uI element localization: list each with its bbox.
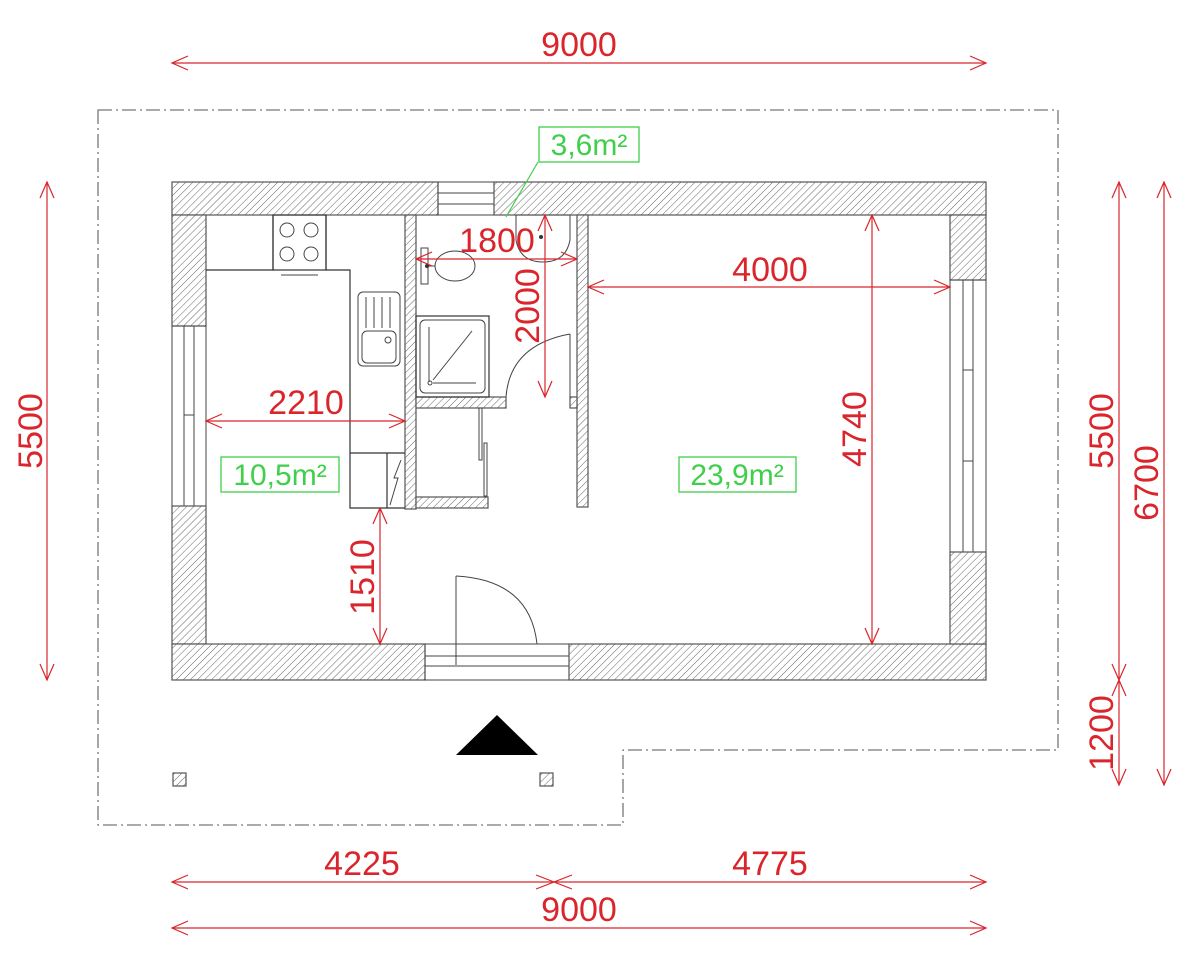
kitchen-sink xyxy=(357,291,401,367)
area-bathroom: 3,6m² xyxy=(551,129,628,162)
area-kitchen: 10,5m² xyxy=(233,459,326,492)
cooktop xyxy=(272,214,327,271)
dim-bottom-left: 4225 xyxy=(324,845,400,883)
property-boundary xyxy=(97,109,1059,826)
dim-top-total: 9000 xyxy=(541,26,617,64)
dim-left-height: 5500 xyxy=(12,393,50,469)
dimensions: 9000 4225 4775 9000 5500 5500 1200 6700 … xyxy=(12,26,1172,936)
kitchen-counter xyxy=(206,214,405,509)
dim-bath-width: 1800 xyxy=(459,222,535,260)
area-living: 23,9m² xyxy=(690,459,783,492)
dim-right-inner: 5500 xyxy=(1083,393,1121,469)
entrance-door xyxy=(455,575,538,665)
post-right xyxy=(539,772,554,787)
dim-bottom-right: 4775 xyxy=(732,845,808,883)
dim-bath-depth: 2000 xyxy=(509,268,547,344)
post-left xyxy=(172,772,187,787)
dim-living-depth: 4740 xyxy=(836,391,874,467)
dim-kitchen-width: 2210 xyxy=(268,384,344,422)
dim-living-width: 4000 xyxy=(732,251,808,289)
dim-bottom-total: 9000 xyxy=(541,891,617,929)
exterior-walls xyxy=(171,181,987,681)
bathroom-fixtures xyxy=(415,214,571,497)
entrance-arrow-icon xyxy=(456,715,538,755)
dim-right-porch: 1200 xyxy=(1083,695,1121,771)
dim-right-outer: 6700 xyxy=(1128,445,1166,521)
dim-kitchen-to-wall: 1510 xyxy=(344,539,382,615)
area-labels: 10,5m² 3,6m² 23,9m² xyxy=(220,126,797,493)
interior-walls xyxy=(404,214,589,510)
